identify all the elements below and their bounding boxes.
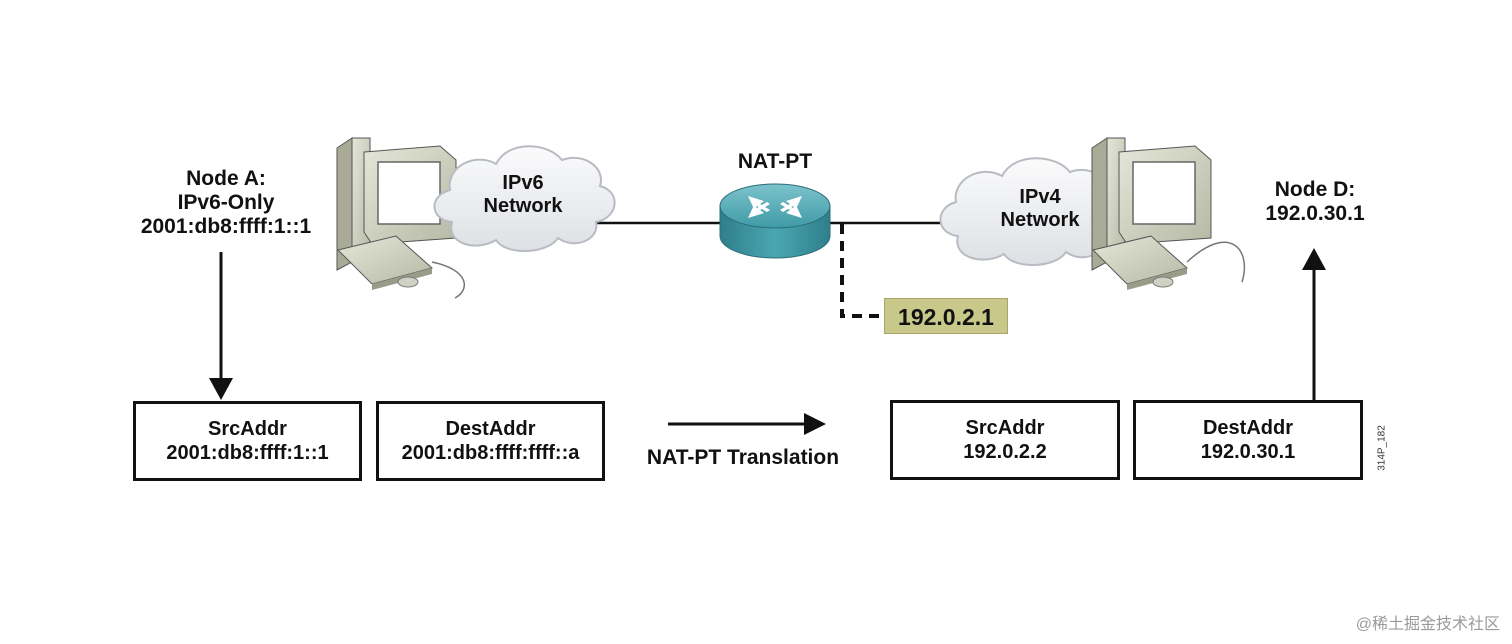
ipv4-cloud-line2: Network [1000, 209, 1080, 231]
ipv4-computer-icon [1091, 137, 1246, 290]
ipv4-cloud-line1: IPv4 [1019, 186, 1061, 208]
ipv4-cloud-label: IPv4 Network [985, 186, 1095, 232]
node-a-type: IPv6-Only [177, 191, 275, 214]
node-d-label: Node D: 192.0.30.1 [1240, 178, 1390, 226]
node-d-address: 192.0.30.1 [1265, 202, 1365, 225]
ipv4-dest-label: DestAddr [1202, 417, 1293, 439]
node-a-down-arrow [209, 252, 233, 400]
translation-arrow [668, 413, 826, 435]
translation-label: NAT-PT Translation [646, 446, 840, 469]
node-d-name: Node D: [1274, 178, 1356, 201]
ipv4-src-value: 192.0.2.2 [963, 441, 1047, 463]
ipv6-dest-addr-box: DestAddr 2001:db8:ffff:ffff::a [376, 401, 605, 481]
node-a-name: Node A: [186, 167, 266, 190]
ipv6-src-value: 2001:db8:ffff:1::1 [166, 442, 329, 464]
watermark-text: @稀土掘金技术社区 [1355, 616, 1500, 633]
ipv4-src-addr-box: SrcAddr 192.0.2.2 [890, 400, 1120, 480]
ipv6-dest-value: 2001:db8:ffff:ffff::a [401, 442, 580, 464]
ipv6-src-label: SrcAddr [208, 418, 287, 440]
ipv6-cloud-line1: IPv6 [502, 172, 544, 194]
pool-dashed-link [840, 224, 884, 318]
figure-id: 314P_182 [1376, 425, 1388, 471]
ipv4-src-label: SrcAddr [965, 417, 1045, 439]
router-label: NAT-PT [737, 150, 813, 173]
ipv6-src-addr-box: SrcAddr 2001:db8:ffff:1::1 [133, 401, 362, 481]
ipv6-cloud-label: IPv6 Network [468, 172, 578, 218]
pool-address-badge: 192.0.2.1 [884, 298, 1008, 334]
nat-pt-router-icon [719, 183, 831, 259]
ipv6-dest-label: DestAddr [445, 418, 536, 440]
ipv6-cloud-line2: Network [483, 195, 563, 217]
ipv4-dest-value: 192.0.30.1 [1200, 441, 1296, 463]
ipv4-dest-addr-box: DestAddr 192.0.30.1 [1133, 400, 1363, 480]
ipv6-cloud-icon [433, 145, 616, 253]
ipv6-computer-icon [336, 137, 465, 299]
node-d-up-arrow [1302, 248, 1326, 400]
node-a-address: 2001:db8:ffff:1::1 [140, 215, 312, 238]
node-a-label: Node A: IPv6-Only 2001:db8:ffff:1::1 [131, 167, 321, 239]
